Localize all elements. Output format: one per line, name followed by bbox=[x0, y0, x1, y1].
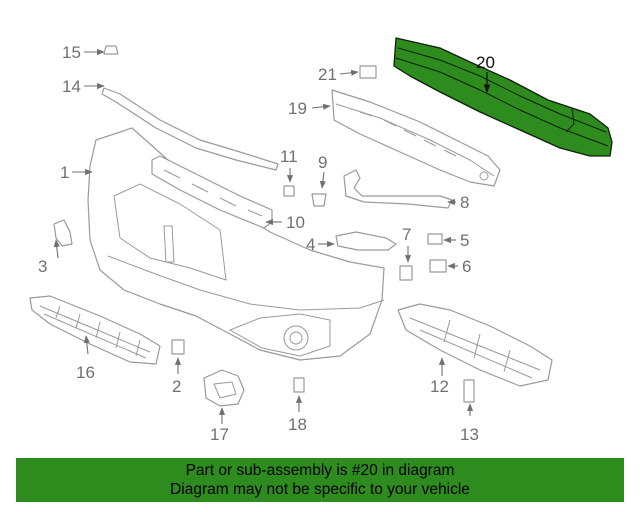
label-4: 4 bbox=[306, 235, 315, 254]
info-banner: Part or sub-assembly is #20 in diagram D… bbox=[16, 458, 624, 502]
part-8-side-bracket[interactable] bbox=[343, 169, 453, 209]
label-2: 2 bbox=[172, 377, 181, 396]
banner-line-2: Diagram may not be specific to your vehi… bbox=[170, 481, 470, 498]
label-12: 12 bbox=[430, 377, 449, 396]
part-19-absorber[interactable] bbox=[331, 89, 501, 187]
callout-numbers: 15 14 1 3 16 2 17 18 11 10 9 19 21 8 4 7… bbox=[38, 43, 495, 444]
screw-11-icon bbox=[283, 185, 295, 197]
label-11: 11 bbox=[280, 147, 298, 166]
label-17: 17 bbox=[210, 425, 229, 444]
clip-15-icon bbox=[103, 45, 119, 55]
label-3: 3 bbox=[38, 257, 47, 276]
label-14: 14 bbox=[62, 77, 81, 96]
label-10: 10 bbox=[286, 213, 305, 232]
bolt-13-icon bbox=[463, 379, 475, 403]
part-12-under-cover[interactable] bbox=[397, 303, 553, 387]
label-20: 20 bbox=[476, 53, 495, 72]
bolt-21-icon bbox=[359, 65, 377, 79]
label-9: 9 bbox=[318, 153, 327, 172]
clip-7-icon bbox=[399, 265, 413, 281]
part-4-bracket[interactable] bbox=[335, 231, 397, 251]
label-16: 16 bbox=[76, 363, 95, 382]
part-14-upper-strip[interactable] bbox=[101, 87, 279, 171]
clip-2-icon bbox=[171, 339, 185, 355]
part-16-lower-grille[interactable] bbox=[29, 295, 161, 365]
clip-18-icon bbox=[293, 377, 305, 393]
leader-lines bbox=[53, 48, 491, 424]
label-5: 5 bbox=[460, 231, 469, 250]
part-17-fog-cover[interactable] bbox=[203, 369, 245, 407]
label-8: 8 bbox=[460, 193, 469, 212]
label-18: 18 bbox=[288, 415, 307, 434]
label-15: 15 bbox=[62, 43, 81, 62]
fasteners bbox=[103, 45, 475, 403]
label-7: 7 bbox=[402, 225, 411, 244]
label-13: 13 bbox=[460, 425, 479, 444]
label-1: 1 bbox=[60, 163, 69, 182]
bolt-5-icon bbox=[427, 233, 443, 245]
part-20-reinforcement-beam[interactable] bbox=[393, 37, 613, 157]
bolt-6-icon bbox=[429, 259, 447, 273]
label-21: 21 bbox=[318, 65, 337, 84]
label-6: 6 bbox=[462, 257, 471, 276]
label-19: 19 bbox=[288, 99, 307, 118]
banner-line-1: Part or sub-assembly is #20 in diagram bbox=[185, 462, 455, 479]
nut-9-icon bbox=[311, 193, 327, 207]
part-1-bumper-cover[interactable] bbox=[87, 127, 385, 361]
